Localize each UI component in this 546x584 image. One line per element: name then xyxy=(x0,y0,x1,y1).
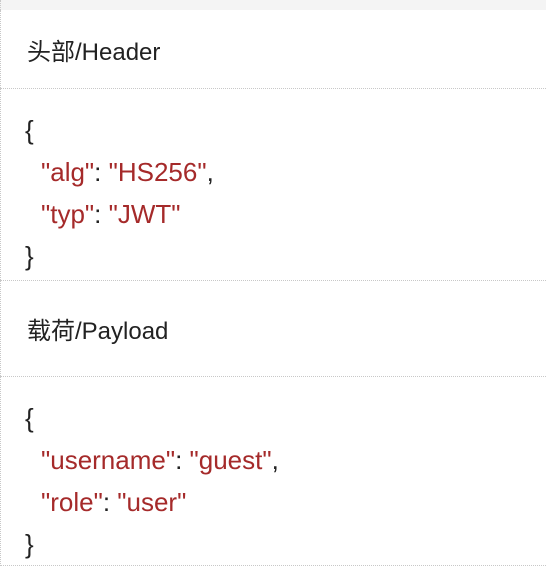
field-trail: , xyxy=(271,445,279,475)
field-trail: , xyxy=(206,157,214,187)
payload-code-block: { "username": "guest", "role": "user" } xyxy=(0,376,546,566)
header-field-alg: "alg": "HS256", xyxy=(25,151,546,193)
field-key: "username" xyxy=(41,445,176,475)
top-strip xyxy=(0,0,546,10)
header-code-block: { "alg": "HS256", "typ": "JWT" } xyxy=(0,88,546,280)
payload-open-brace: { xyxy=(25,403,34,433)
field-separator: : xyxy=(175,445,190,475)
field-key: "alg" xyxy=(41,157,95,187)
field-value: "user" xyxy=(117,487,187,517)
payload-close-brace: } xyxy=(25,529,34,559)
field-value: "JWT" xyxy=(108,199,181,229)
payload-section-title: 载荷/Payload xyxy=(0,280,546,376)
field-key: "role" xyxy=(41,487,103,517)
header-field-typ: "typ": "JWT" xyxy=(25,193,546,235)
field-value: "guest" xyxy=(189,445,272,475)
field-separator: : xyxy=(102,487,118,517)
payload-field-username: "username": "guest", xyxy=(25,439,546,481)
field-separator: : xyxy=(94,157,109,187)
field-key: "typ" xyxy=(41,199,95,229)
header-open-brace: { xyxy=(25,115,34,145)
header-section-title: 头部/Header xyxy=(0,10,546,88)
payload-title-text: 载荷/Payload xyxy=(27,318,169,345)
field-separator: : xyxy=(94,199,109,229)
header-close-brace: } xyxy=(25,241,34,271)
header-title-text: 头部/Header xyxy=(27,38,161,66)
field-value: "HS256" xyxy=(108,157,207,187)
payload-field-role: "role": "user" xyxy=(25,481,546,523)
